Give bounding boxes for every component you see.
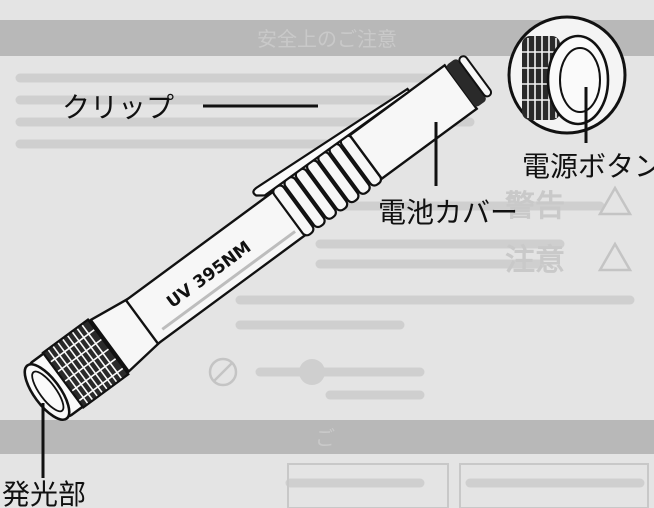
power-button-label: 電源ボタン (522, 150, 654, 183)
power-button-inset (507, 15, 627, 135)
bottom-banner (0, 420, 654, 454)
instruction-icon (299, 359, 325, 385)
battery-cover-label: 電池カバー (378, 196, 518, 229)
faint-paragraph (15, 73, 645, 488)
note-box (459, 463, 649, 508)
power-button (546, 34, 610, 126)
caution-triangle-icon (597, 241, 633, 272)
light-head (23, 317, 130, 421)
light-emitter-label: 発光部 (2, 478, 86, 508)
note-box (287, 463, 449, 508)
tail-knurl (446, 59, 486, 107)
top-banner-title: 安全上のご注意 (257, 27, 397, 51)
clip (252, 87, 411, 197)
bottom-banner-title: ご (315, 426, 335, 450)
clip-label: クリップ (62, 91, 174, 124)
warning-heading: 警告 (505, 189, 565, 224)
warning-triangle-icon (597, 185, 633, 216)
prohibition-icon (208, 357, 238, 387)
leader-lines (41, 87, 588, 478)
caution-heading: 注意 (505, 243, 565, 278)
